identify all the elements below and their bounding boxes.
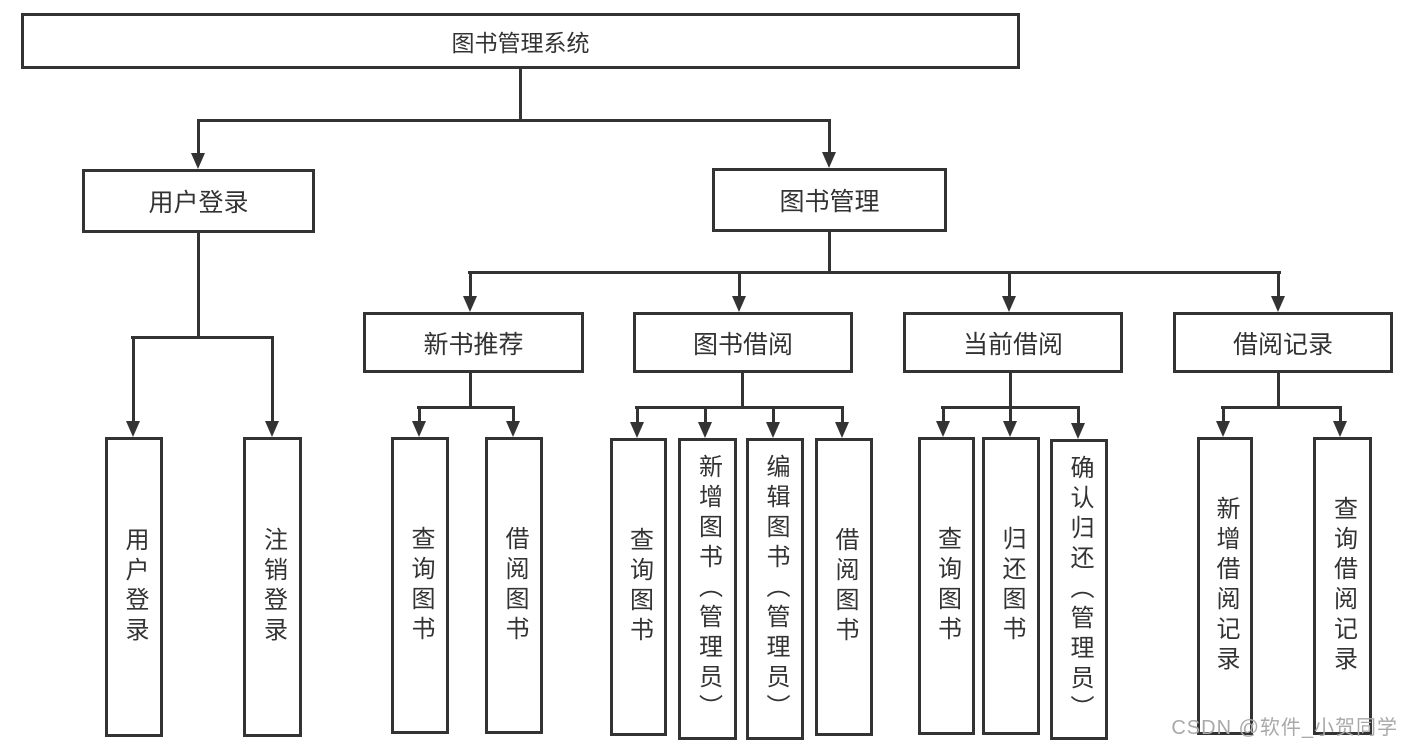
node-leaf-borrow-books-2-label: 借阅图书 [831, 527, 858, 647]
connector-line [1221, 406, 1342, 409]
node-new-book-recommend: 新书推荐 [363, 312, 584, 373]
node-leaf-query-books-1-label: 查询图书 [407, 525, 434, 646]
arrowhead [1002, 274, 1016, 312]
arrowhead [1333, 409, 1347, 437]
node-leaf-query-books-3-label: 查询图书 [933, 526, 961, 646]
node-leaf-query-borrow-record-label: 查询借阅记录 [1329, 496, 1357, 676]
node-leaf-borrow-books-1: 借阅图书 [485, 437, 543, 734]
node-leaf-add-books-admin-label: 新增图书（管理员） [694, 454, 722, 724]
node-leaf-user-login: 用户登录 [105, 437, 163, 737]
node-user-login: 用户登录 [82, 169, 315, 233]
connector-line [741, 373, 744, 409]
csdn-watermark: CSDN @软件_小贺同学 [1171, 717, 1398, 739]
arrowhead [698, 409, 712, 438]
node-leaf-confirm-return-admin-label: 确认归还（管理员） [1066, 454, 1093, 725]
connector-line [519, 69, 522, 121]
arrowhead [835, 409, 849, 438]
node-leaf-query-books-1: 查询图书 [391, 437, 449, 734]
node-library-system-label: 图书管理系统 [451, 30, 590, 56]
connector-line [635, 406, 844, 409]
node-leaf-return-books-label: 归还图书 [998, 526, 1025, 646]
node-book-borrowing: 图书借阅 [633, 312, 853, 373]
connector-line [941, 406, 1080, 409]
node-leaf-borrow-books-2: 借阅图书 [815, 438, 873, 736]
node-leaf-query-books-2-label: 查询图书 [625, 527, 653, 647]
arrowhead [463, 274, 477, 312]
node-leaf-logout-label: 注销登录 [259, 527, 287, 647]
node-leaf-confirm-return-admin: 确认归还（管理员） [1050, 439, 1108, 740]
arrowhead [1271, 274, 1285, 312]
node-leaf-add-borrow-record-label: 新增借阅记录 [1212, 496, 1239, 676]
connector-line [468, 271, 1281, 274]
node-book-borrowing-label: 图书借阅 [692, 330, 793, 359]
arrowhead [126, 339, 140, 437]
connector-line [469, 373, 472, 409]
node-leaf-edit-books-admin: 编辑图书（管理员） [746, 438, 804, 740]
connector-line [197, 119, 831, 122]
connector-line [417, 406, 515, 409]
node-borrowing-records: 借阅记录 [1173, 312, 1393, 373]
node-book-management-label: 图书管理 [779, 188, 880, 216]
node-leaf-return-books: 归还图书 [982, 437, 1040, 735]
arrowhead [1003, 409, 1017, 437]
node-borrowing-records-label: 借阅记录 [1232, 330, 1333, 359]
arrowhead [766, 409, 780, 438]
arrowhead [732, 274, 746, 312]
node-leaf-borrow-books-1-label: 借阅图书 [501, 525, 528, 646]
node-leaf-query-books-3: 查询图书 [918, 437, 975, 735]
node-leaf-query-borrow-record: 查询借阅记录 [1313, 437, 1372, 735]
connector-line [1277, 373, 1280, 409]
node-new-book-recommend-label: 新书推荐 [423, 330, 524, 359]
arrowhead [630, 409, 644, 438]
arrowhead [265, 339, 279, 437]
node-leaf-user-login-label: 用户登录 [121, 527, 148, 647]
node-leaf-edit-books-admin-label: 编辑图书（管理员） [762, 454, 789, 724]
node-book-management: 图书管理 [712, 168, 947, 232]
arrowhead [1216, 409, 1230, 437]
node-leaf-query-books-2: 查询图书 [610, 438, 667, 736]
arrowhead [191, 121, 205, 169]
node-leaf-logout: 注销登录 [243, 437, 302, 737]
node-leaf-add-books-admin: 新增图书（管理员） [678, 438, 737, 740]
arrowhead [936, 409, 950, 437]
connector-line [131, 336, 274, 339]
arrowhead [1071, 409, 1085, 439]
node-current-borrowing-label: 当前借阅 [962, 330, 1063, 359]
arrowhead [822, 121, 836, 168]
node-library-system: 图书管理系统 [21, 13, 1020, 69]
node-current-borrowing: 当前借阅 [903, 312, 1123, 373]
arrowhead [412, 409, 426, 437]
arrowhead [506, 409, 520, 437]
connector-line [828, 232, 831, 274]
node-user-login-label: 用户登录 [148, 189, 249, 217]
node-leaf-add-borrow-record: 新增借阅记录 [1197, 437, 1253, 735]
connector-line [197, 233, 200, 338]
connector-line [1009, 373, 1012, 409]
